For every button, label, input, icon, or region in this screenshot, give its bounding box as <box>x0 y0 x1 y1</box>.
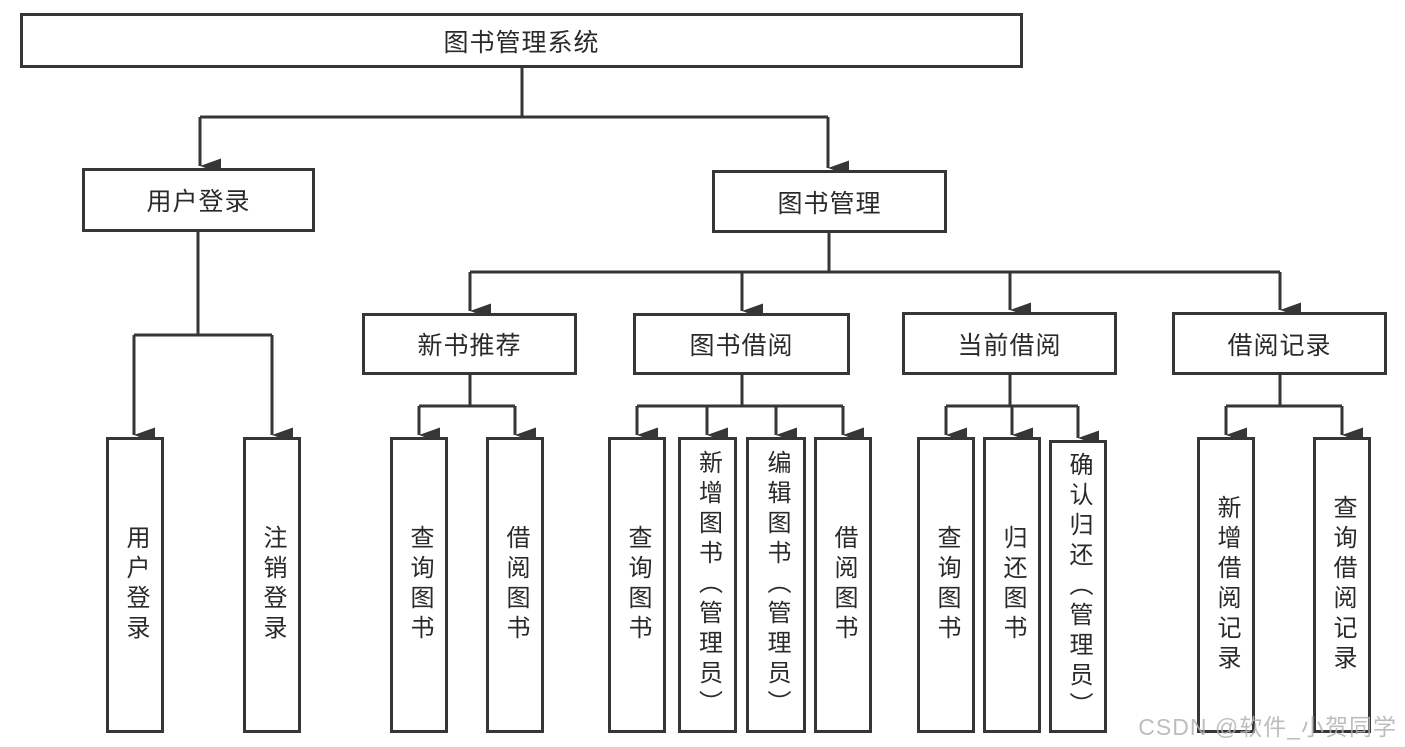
node-label: 借阅记录 <box>1227 331 1332 360</box>
node-label: 当前借阅 <box>957 331 1062 360</box>
leaf-add-books-admin: 新增图书（管理员） <box>678 437 737 733</box>
leaf-return-books: 归还图书 <box>983 437 1041 733</box>
node-label: 查询图书 <box>406 525 433 645</box>
node-label: 确认归还（管理员） <box>1065 451 1092 722</box>
leaf-query-borrow-record: 查询借阅记录 <box>1313 437 1371 733</box>
leaf-query-books: 查询图书 <box>917 437 975 733</box>
node-label: 用户登录 <box>146 188 251 216</box>
node-new-book-recommendation: 新书推荐 <box>362 313 577 375</box>
watermark: CSDN @软件_小贺同学 <box>1138 714 1397 740</box>
leaf-add-borrow-record: 新增借阅记录 <box>1197 437 1255 733</box>
node-label: 归还图书 <box>999 525 1026 645</box>
node-user-login-branch: 用户登录 <box>82 168 315 232</box>
node-borrowing-records: 借阅记录 <box>1172 312 1387 375</box>
node-label: 编辑图书（管理员） <box>763 450 790 720</box>
node-label: 新增图书（管理员） <box>694 450 722 720</box>
leaf-edit-books-admin: 编辑图书（管理员） <box>746 437 806 733</box>
node-book-borrowing: 图书借阅 <box>633 313 850 375</box>
leaf-user-login: 用户登录 <box>106 437 164 733</box>
leaf-borrow-books: 借阅图书 <box>486 437 544 733</box>
node-label: 图书管理系统 <box>443 28 600 57</box>
node-label: 图书管理 <box>777 189 882 218</box>
node-book-management-branch: 图书管理 <box>712 170 947 233</box>
leaf-query-books: 查询图书 <box>390 437 448 733</box>
node-label: 借阅图书 <box>830 525 857 645</box>
node-label: 新书推荐 <box>417 332 522 360</box>
node-library-system: 图书管理系统 <box>20 13 1023 68</box>
node-label: 图书借阅 <box>689 332 794 360</box>
leaf-borrow-books: 借阅图书 <box>814 437 872 733</box>
node-current-borrowing: 当前借阅 <box>902 312 1117 375</box>
node-label: 查询图书 <box>624 525 651 645</box>
node-label: 查询图书 <box>933 525 960 645</box>
node-label: 用户登录 <box>122 525 149 645</box>
leaf-query-books: 查询图书 <box>608 437 666 733</box>
node-label: 注销登录 <box>259 525 286 645</box>
leaf-logout: 注销登录 <box>243 437 301 733</box>
node-label: 查询借阅记录 <box>1329 495 1356 675</box>
leaf-confirm-return-admin: 确认归还（管理员） <box>1049 440 1107 733</box>
node-label: 借阅图书 <box>502 525 529 645</box>
node-label: 新增借阅记录 <box>1213 495 1240 675</box>
